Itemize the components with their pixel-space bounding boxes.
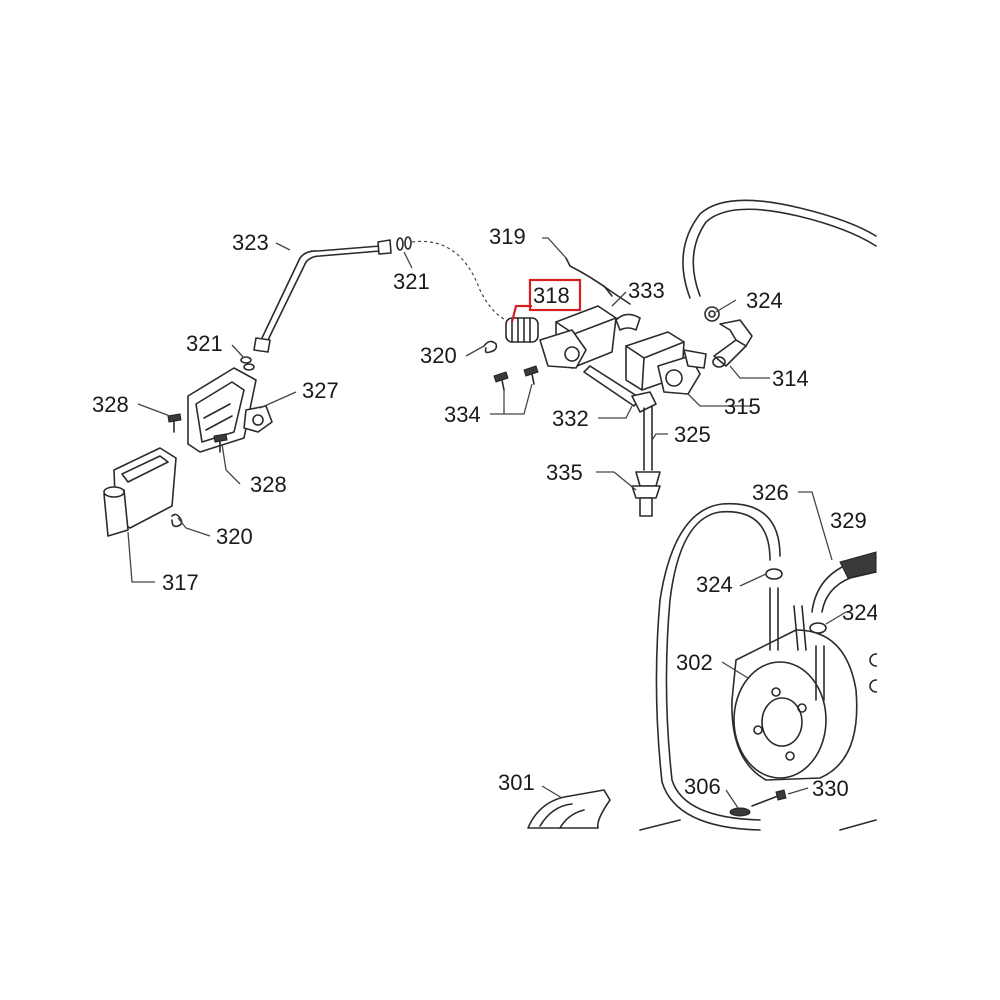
- part-319-wire: [565, 257, 631, 305]
- part-318-coil: [505, 317, 539, 343]
- label-328-top: 328: [92, 392, 129, 417]
- part-labels: 323 321 321 328 327 328 320 317 319 318 …: [92, 224, 879, 801]
- label-302: 302: [676, 650, 713, 675]
- part-306-330-screws: [729, 789, 787, 817]
- leader-lines: [127, 237, 847, 809]
- label-334: 334: [444, 402, 481, 427]
- label-333: 333: [628, 278, 665, 303]
- part-315-valve: [625, 331, 707, 395]
- label-323: 323: [232, 230, 269, 255]
- label-329: 329: [830, 508, 867, 533]
- label-328-bottom: 328: [250, 472, 287, 497]
- label-321-left: 321: [186, 331, 223, 356]
- label-314: 314: [772, 366, 809, 391]
- label-306: 306: [684, 774, 721, 799]
- label-335: 335: [546, 460, 583, 485]
- hose-upper-right: [682, 199, 877, 299]
- part-317-knob: [103, 447, 177, 537]
- label-332: 332: [552, 406, 589, 431]
- part-333-valve: [539, 305, 641, 369]
- label-320-center: 320: [420, 343, 457, 368]
- part-328-screws: [167, 413, 228, 453]
- label-325: 325: [674, 422, 711, 447]
- part-325-hose: [643, 405, 653, 471]
- part-332-tube: [583, 365, 657, 413]
- part-323-steam-tube: [253, 239, 392, 353]
- label-318: 318: [533, 283, 570, 308]
- label-326: 326: [752, 480, 789, 505]
- part-302-boiler: [731, 587, 858, 781]
- label-327: 327: [302, 378, 339, 403]
- label-319: 319: [489, 224, 526, 249]
- label-315: 315: [724, 394, 761, 419]
- part-329-hose: [811, 551, 877, 613]
- label-324-middle: 324: [696, 572, 733, 597]
- part-321-orings: [240, 236, 511, 371]
- label-317: 317: [162, 570, 199, 595]
- part-301-grouphead: [527, 789, 611, 829]
- label-324-top: 324: [746, 288, 783, 313]
- part-334-screws: [493, 365, 539, 391]
- label-324-right: 324: [842, 600, 879, 625]
- part-326-hose: [655, 502, 781, 831]
- part-335-fitting: [631, 471, 661, 517]
- label-320-left: 320: [216, 524, 253, 549]
- label-321-top: 321: [393, 269, 430, 294]
- part-327-bracket: [187, 367, 273, 453]
- part-314-elbow: [712, 319, 753, 368]
- crop-mask: [877, 0, 1000, 1000]
- label-330: 330: [812, 776, 849, 801]
- label-301: 301: [498, 770, 535, 795]
- highlight-box-318: [528, 278, 582, 312]
